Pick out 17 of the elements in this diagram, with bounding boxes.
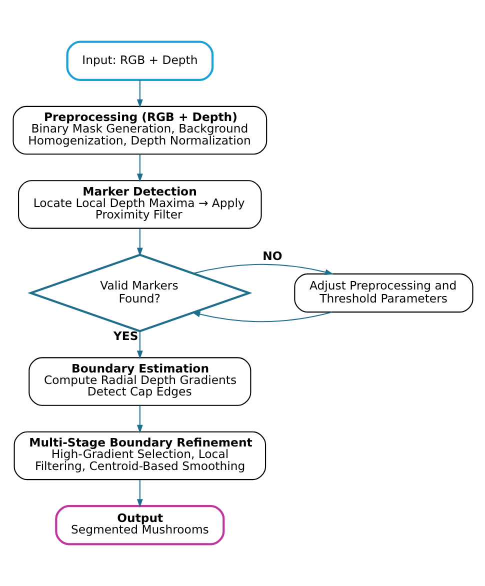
arrow bbox=[136, 405, 142, 434]
arrow bbox=[136, 228, 142, 256]
arrow bbox=[192, 264, 334, 276]
edge-label: NO bbox=[262, 248, 282, 263]
node-box: Boundary Estimation Compute Radial Depth Gradients Detect Cap Edges bbox=[28, 357, 251, 406]
arrow bbox=[136, 80, 142, 108]
node-box: Multi-Stage Boundary Refinement High-Gradient Selection, Local Filtering, Centroid-Based Smoothing bbox=[13, 431, 266, 480]
arrow bbox=[136, 480, 142, 508]
node-box: Output Segmented Mushrooms bbox=[54, 505, 224, 546]
arrow bbox=[136, 154, 142, 182]
arrow bbox=[191, 311, 332, 322]
node-box: Marker Detection Locate Local Depth Maxima → Apply Proximity Filter bbox=[18, 180, 262, 229]
node-box: Preprocessing (RGB + Depth) Binary Mask Generation, Background Homogenization, Depth Normalization bbox=[12, 106, 267, 155]
node-box: Adjust Preprocessing and Threshold Parameters bbox=[294, 273, 473, 313]
node-box: Input: RGB + Depth bbox=[66, 40, 214, 81]
node-diamond: Valid Markers Found? bbox=[27, 254, 252, 332]
arrow bbox=[136, 331, 142, 360]
